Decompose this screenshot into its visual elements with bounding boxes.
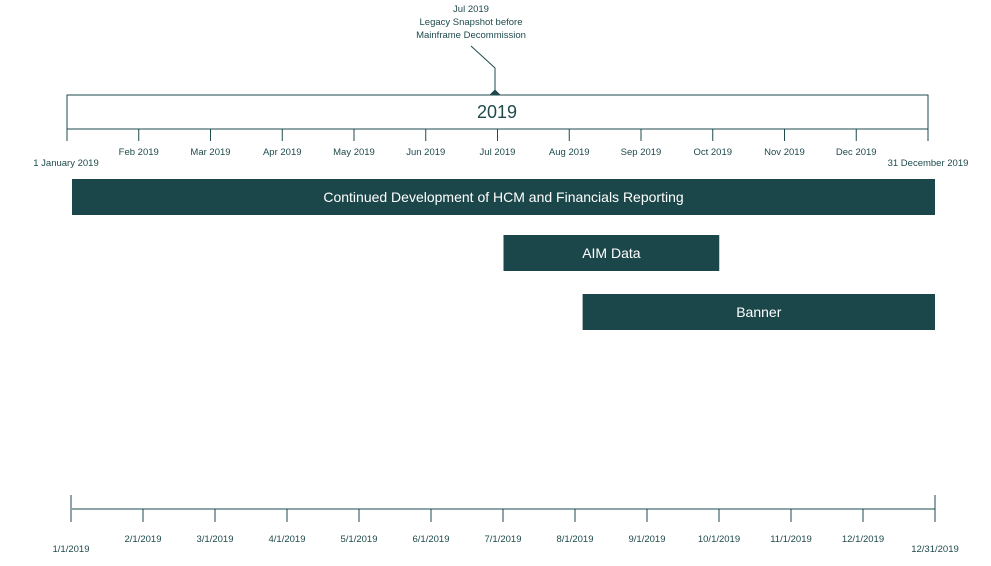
milestone-label-line1: Legacy Snapshot before [420, 17, 523, 28]
task-bar-label: AIM Data [582, 245, 641, 261]
top-month-label: Apr 2019 [263, 147, 302, 158]
top-month-label: Sep 2019 [621, 147, 662, 158]
bottom-scale-ticks: 2/1/2019 3/1/2019 4/1/2019 5/1/2019 6/1/2019… [70, 495, 936, 545]
task-bars: Continued Development of HCM and Financi… [72, 179, 935, 330]
bottom-month-label: 10/1/2019 [698, 534, 740, 545]
bottom-month-label: 3/1/2019 [197, 534, 234, 545]
task-bar-label: Banner [736, 304, 781, 320]
task-bar[interactable]: AIM Data [503, 235, 720, 271]
bottom-scale-end-label: 12/31/2019 [911, 544, 959, 555]
top-month-label: Aug 2019 [549, 147, 590, 158]
top-month-label: Dec 2019 [836, 147, 877, 158]
task-bar[interactable]: Banner [582, 294, 935, 330]
year-label: 2019 [477, 102, 517, 122]
bottom-month-label: 5/1/2019 [341, 534, 378, 545]
year-band [66, 94, 929, 130]
task-bar[interactable]: Continued Development of HCM and Financi… [72, 179, 935, 215]
bottom-month-label: 12/1/2019 [842, 534, 884, 545]
top-scale-ticks: Feb 2019 Mar 2019 Apr 2019 May 2019 Jun 2019… [66, 129, 929, 158]
task-bar-rect [582, 294, 935, 330]
task-bar-rect [503, 235, 720, 271]
top-month-label: Jul 2019 [480, 147, 516, 158]
milestone-date: Jul 2019 [453, 4, 489, 15]
task-bar-label: Continued Development of HCM and Financi… [323, 189, 683, 205]
top-scale-start-label: 1 January 2019 [33, 158, 99, 169]
top-month-label: Mar 2019 [190, 147, 230, 158]
top-month-label: May 2019 [333, 147, 375, 158]
bottom-month-label: 9/1/2019 [629, 534, 666, 545]
top-month-label: Nov 2019 [764, 147, 805, 158]
bottom-month-label: 8/1/2019 [557, 534, 594, 545]
task-bar-rect [72, 179, 935, 215]
bottom-month-label: 2/1/2019 [125, 534, 162, 545]
top-month-label: Jun 2019 [406, 147, 445, 158]
bottom-month-label: 4/1/2019 [269, 534, 306, 545]
bottom-month-label: 7/1/2019 [485, 534, 522, 545]
top-month-label: Feb 2019 [119, 147, 159, 158]
milestone-label-line2: Mainframe Decommission [416, 30, 526, 41]
bottom-scale-start-label: 1/1/2019 [53, 544, 90, 555]
bottom-month-label: 11/1/2019 [770, 534, 812, 545]
top-scale-end-label: 31 December 2019 [888, 158, 969, 169]
milestone-connector [470, 45, 496, 90]
bottom-month-label: 6/1/2019 [413, 534, 450, 545]
top-month-label: Oct 2019 [693, 147, 732, 158]
